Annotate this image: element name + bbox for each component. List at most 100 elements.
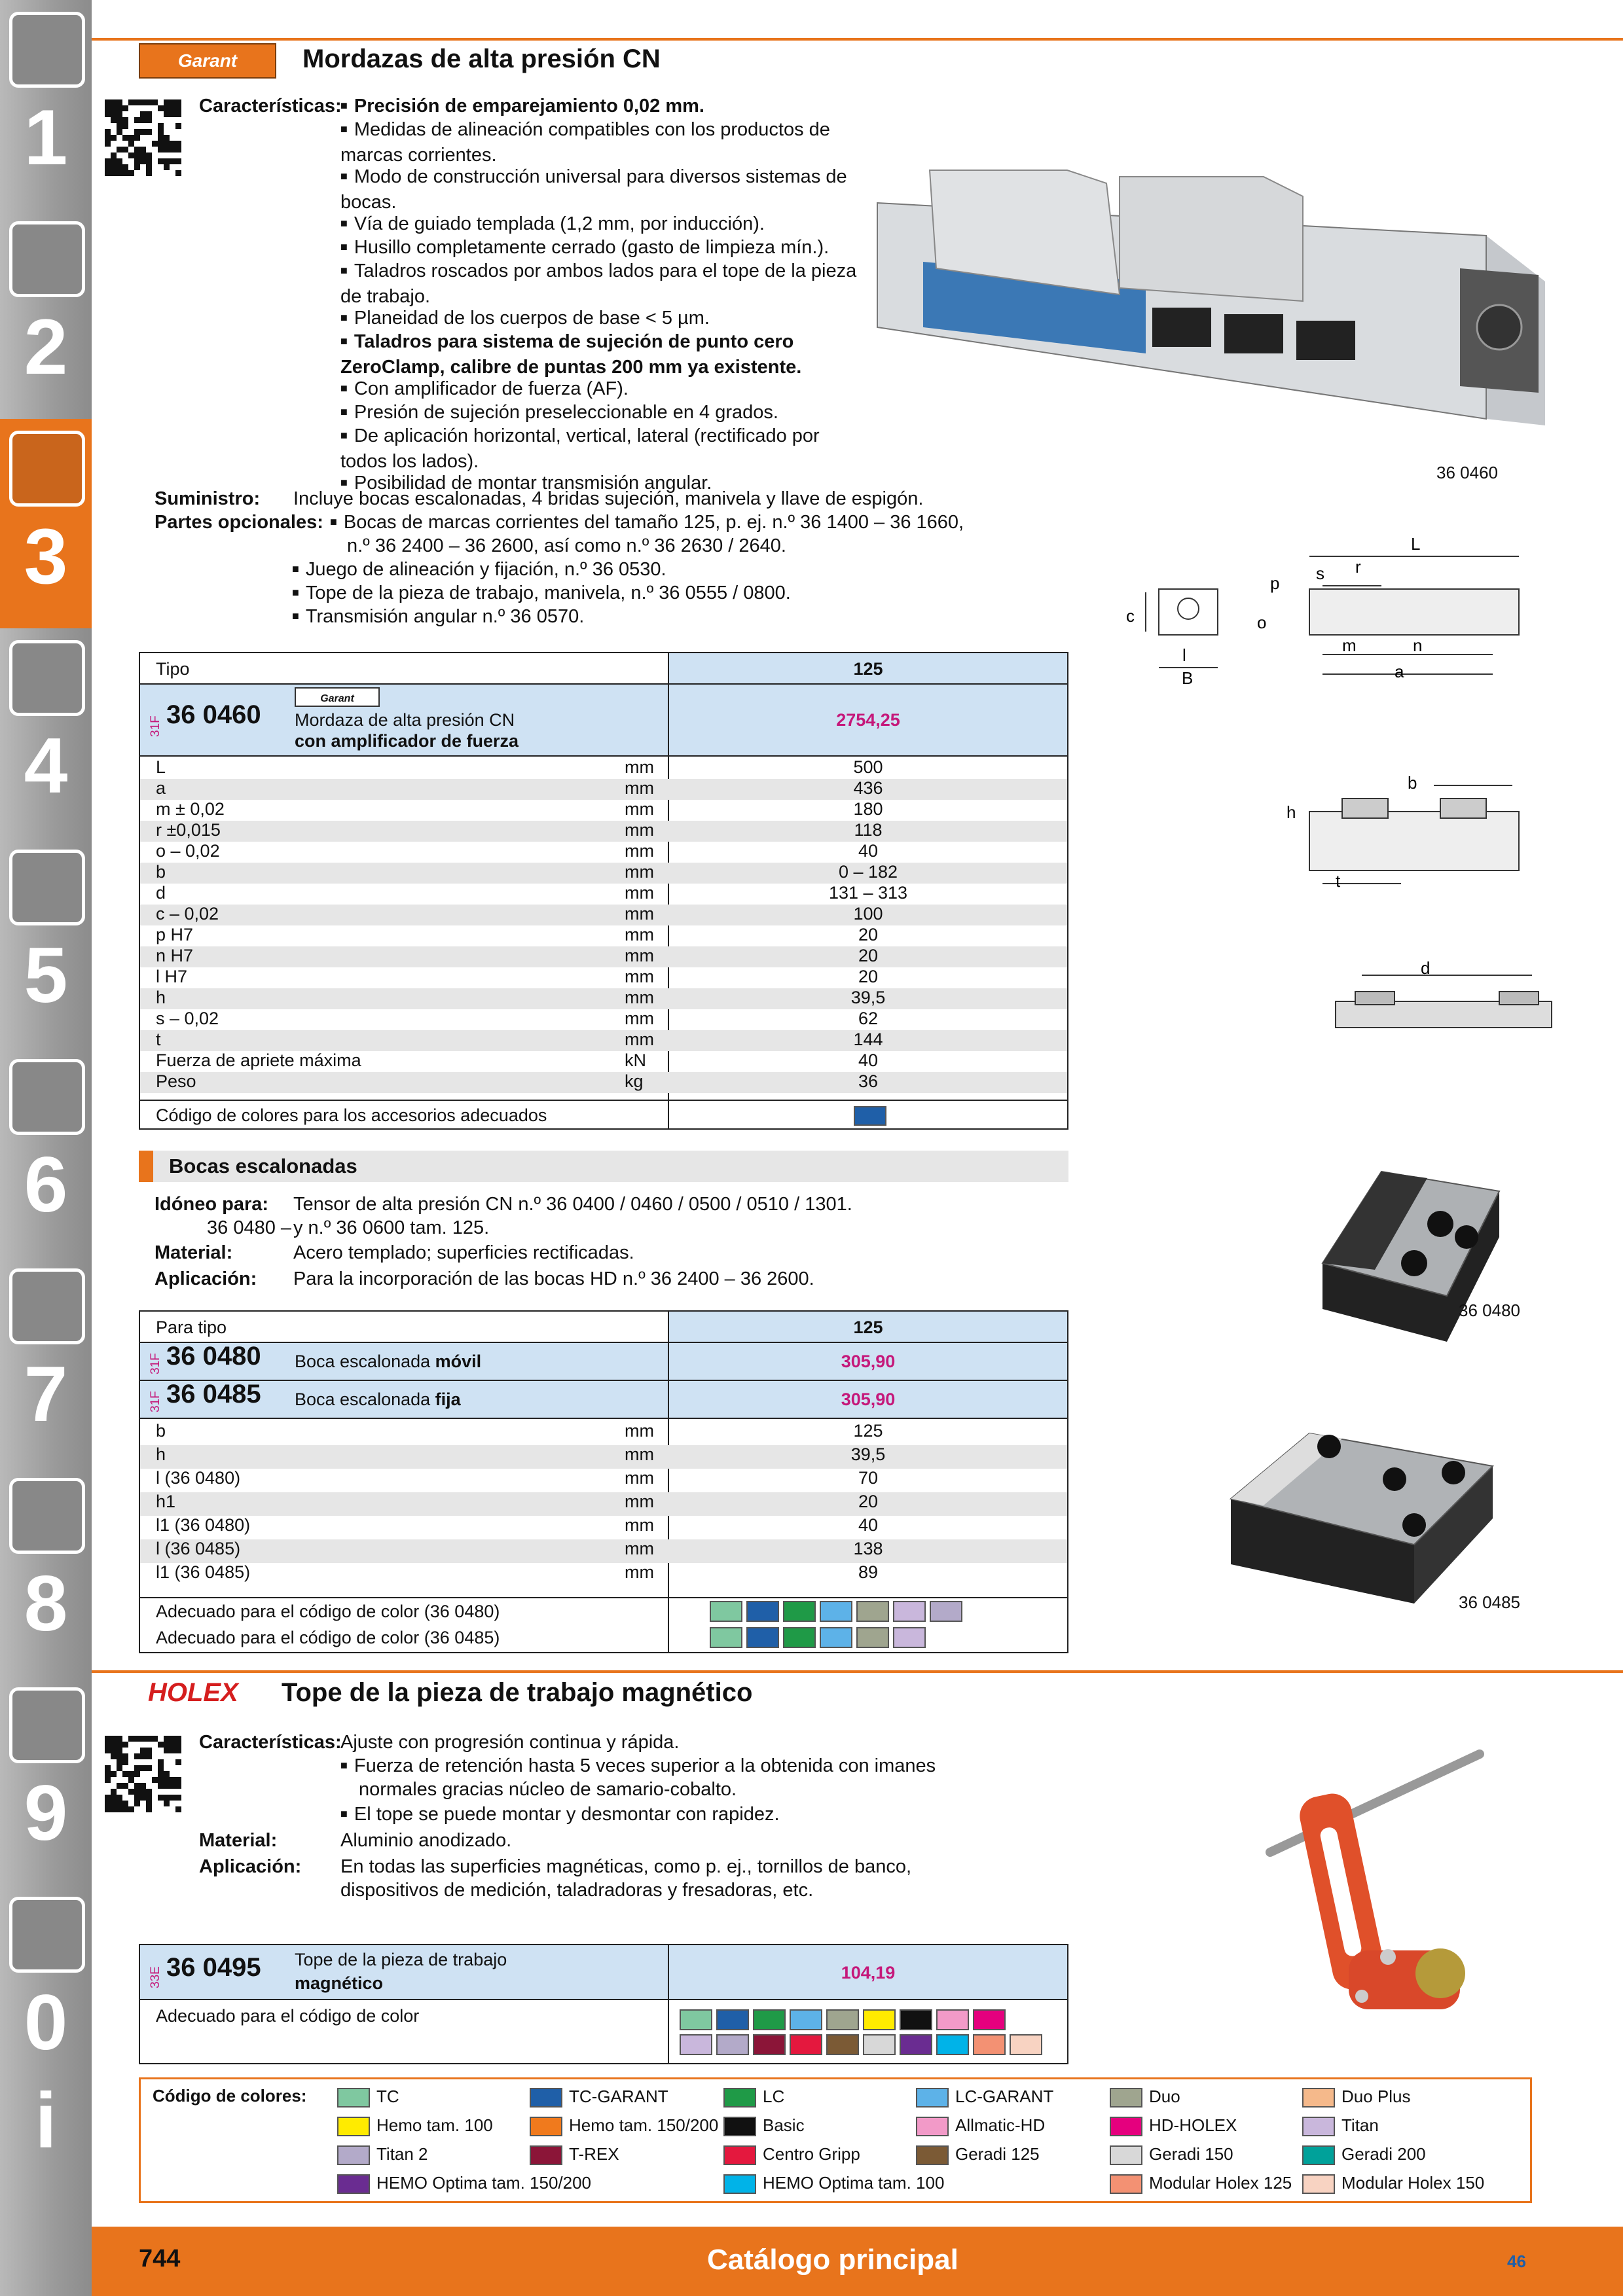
color-swatch [783, 1600, 816, 1622]
spec-label: l1 (36 0480) [156, 1515, 251, 1535]
spec-unit: mm [625, 1539, 654, 1558]
chapter-icon [9, 1897, 85, 1973]
legend-swatch [530, 2117, 562, 2137]
chapter-number: 1 [24, 94, 68, 181]
legend-label: TC [376, 2087, 399, 2106]
spec-value: 39,5 [850, 988, 886, 1007]
qr-code[interactable] [103, 1734, 181, 1812]
application-label: Aplicación: [199, 1856, 302, 1877]
color-code-label: Código de colores para los accesorios ad… [156, 1105, 547, 1125]
spec-value: 436 [853, 778, 883, 798]
legend-swatch [916, 2088, 949, 2108]
svg-text:n: n [1413, 636, 1422, 655]
chapter-tab-8[interactable]: 8 [0, 1466, 92, 1676]
col-label: Tipo [156, 659, 190, 679]
chapter-number: 0 [24, 1979, 68, 2066]
spec-unit: mm [625, 904, 654, 924]
spec-unit: mm [625, 1492, 654, 1511]
optional-item: n.º 36 2400 – 36 2600, así como n.º 36 2… [347, 535, 786, 556]
spec-value: 0 – 182 [838, 862, 898, 882]
vise-table: Tipo 125 31F 36 0460 Garant Mordaza de a… [139, 652, 1068, 1130]
color-swatch [863, 2034, 896, 2055]
chapter-number: 9 [24, 1769, 68, 1857]
spec-unit: mm [625, 841, 654, 861]
spec-unit: mm [625, 967, 654, 986]
spec-value: 20 [858, 925, 879, 944]
spec-label: h [156, 1444, 166, 1464]
legend-item: HEMO Optima tam. 150/200 [337, 2172, 592, 2195]
chapter-tab-4[interactable]: 4 [0, 628, 92, 838]
chapter-tab-6[interactable]: 6 [0, 1047, 92, 1257]
legend-item: Allmatic-HD [916, 2115, 1045, 2137]
spec-label: Peso [156, 1071, 196, 1091]
feature-item: Fuerza de retención hasta 5 veces superi… [340, 1754, 936, 1780]
section-rule [92, 1670, 1623, 1673]
spec-label: Fuerza de apriete máxima [156, 1050, 361, 1070]
chapter-tab-5[interactable]: 5 [0, 838, 92, 1047]
article-number[interactable]: 36 0485 [166, 1380, 261, 1408]
svg-text:l: l [1182, 645, 1186, 665]
color-swatch [900, 2009, 932, 2030]
spec-value: 20 [858, 967, 879, 986]
article-number[interactable]: 36 0480 [166, 1342, 261, 1371]
spec-label: c – 0,02 [156, 904, 219, 924]
color-swatch [710, 1626, 742, 1648]
chapter-tab-1[interactable]: 1 [0, 0, 92, 209]
spec-value: 20 [858, 946, 879, 965]
legend-label: Duo Plus [1341, 2087, 1411, 2106]
article-number[interactable]: 36 0460 [166, 700, 261, 729]
color-swatch [973, 2009, 1006, 2030]
legend-label: T-REX [569, 2144, 619, 2164]
spec-value: 144 [853, 1030, 883, 1049]
chapter-icon [9, 1478, 85, 1554]
article-number[interactable]: 36 0495 [166, 1953, 261, 1982]
legend-label: Geradi 125 [955, 2144, 1040, 2164]
suitable-prefix: 36 0480 – [207, 1217, 292, 1238]
svg-text:r: r [1355, 557, 1361, 577]
spec-row: c – 0,02 mm 100 [140, 904, 1067, 925]
chapter-tab-0[interactable]: 0 [0, 1885, 92, 2094]
svg-text:o: o [1257, 613, 1266, 632]
spec-unit: kN [625, 1050, 646, 1070]
chapter-tab-7[interactable]: 7 [0, 1257, 92, 1466]
jaws-title: Bocas escalonadas [169, 1155, 357, 1177]
col-label: Para tipo [156, 1318, 227, 1337]
article-tag: 33E [149, 1966, 162, 1988]
legend-label: LC-GARANT [955, 2087, 1054, 2106]
garant-logo: Garant [139, 43, 276, 79]
color-swatch [716, 2009, 749, 2030]
svg-text:L: L [1411, 534, 1420, 554]
spec-value: 100 [853, 904, 883, 924]
article-desc-bold: magnético [295, 1973, 384, 1993]
optional-item: Transmisión angular n.º 36 0570. [292, 605, 584, 630]
color-swatch [1010, 2034, 1042, 2055]
application-text: dispositivos de medición, taladradoras y… [340, 1880, 814, 1901]
color-code-label: Adecuado para el código de color (36 048… [156, 1602, 500, 1621]
price: 104,19 [841, 1963, 896, 1982]
spec-unit: mm [625, 946, 654, 965]
color-swatch [893, 1626, 926, 1648]
spec-value: 20 [858, 1492, 879, 1511]
spec-unit: mm [625, 1515, 654, 1535]
qr-code[interactable] [103, 98, 181, 176]
chapter-tab-9[interactable]: 9 [0, 1676, 92, 1885]
svg-text:B: B [1182, 668, 1193, 688]
chapter-tab-2[interactable]: 2 [0, 209, 92, 419]
spec-unit: mm [625, 1562, 654, 1582]
legend-swatch [337, 2117, 370, 2137]
legend-label: HEMO Optima tam. 150/200 [376, 2173, 592, 2193]
chapter-tab-3[interactable]: 3 [0, 419, 92, 628]
legend-label: Duo [1149, 2087, 1180, 2106]
price: 305,90 [841, 1390, 896, 1409]
jaws-header: Bocas escalonadas [139, 1151, 1068, 1182]
chapter-tab-i[interactable]: i [0, 2081, 92, 2251]
